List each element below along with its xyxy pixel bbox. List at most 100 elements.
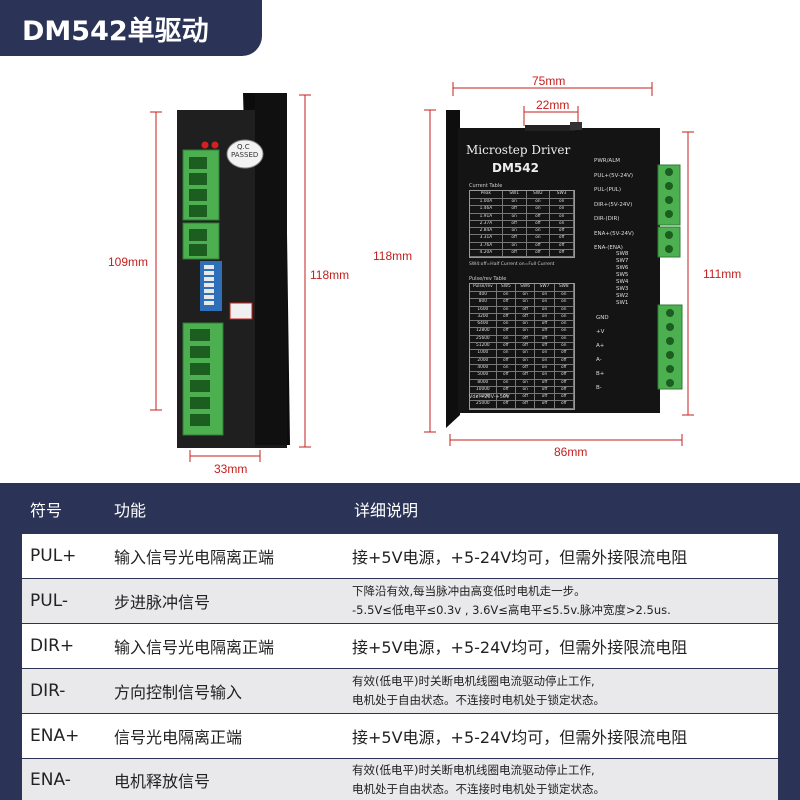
row-description-line: 接+5V电源，+5-24V均可，但需外接限流电阻 [352, 638, 688, 657]
pulse-table-cell: off [535, 335, 555, 343]
row-function: 方向控制信号输入 [114, 683, 243, 702]
power-label: B+ [596, 371, 605, 377]
pulse-table-cell: off [516, 401, 536, 408]
current-table-cell: off [550, 242, 575, 250]
current-table-cell: 3.31A [470, 235, 503, 242]
current-table-cell: 3.76A [470, 242, 503, 250]
row-function: 信号光电隔离正端 [114, 728, 243, 747]
current-table-cell: on [527, 199, 551, 206]
pulse-table-cell: off [555, 401, 574, 408]
dim-left-109: 109mm [108, 255, 149, 269]
pulse-table-cell: on [497, 350, 516, 357]
pulse-table-cell: on [497, 394, 516, 401]
current-table-cell: on [550, 220, 575, 228]
pulse-table-cell: off [535, 394, 555, 401]
current-table-cell: SW1 [503, 191, 527, 198]
current-table-cell: on [527, 206, 551, 213]
row-description: 接+5V电源，+5-24V均可，但需外接限流电阻 [352, 724, 687, 748]
table-header: 符号 功能 详细说明 [0, 483, 800, 533]
pulse-table-cell: 1000 [470, 350, 497, 357]
device-front-view [424, 82, 694, 446]
row-description: 有效(低电平)时关断电机线圈电流驱动停止工作,电机处于自由状态。不连接时电机处于… [352, 761, 605, 799]
pulse-table-cell: off [535, 343, 555, 350]
current-table-title: Current Table [469, 183, 503, 189]
pulse-table-cell: on [516, 357, 536, 364]
current-table-cell: on [503, 228, 527, 235]
pulse-table-cell: on [516, 386, 536, 394]
pulse-table-cell: on [555, 306, 574, 313]
current-table-cell: on [503, 199, 527, 206]
row-function: 输入信号光电隔离正端 [114, 548, 275, 567]
sw-label: SW4 [616, 279, 629, 285]
current-table-cell: on [550, 199, 575, 206]
sw4-note: SW4:off=Half Current on=Full Current [469, 262, 555, 267]
power-label: +V [596, 329, 605, 335]
pulse-table-cell: off [516, 343, 536, 350]
row-function: 步进脉冲信号 [114, 593, 211, 612]
pulse-table-cell: on [516, 299, 536, 306]
pulse-table-cell: off [497, 328, 516, 335]
pulse-table-cell: 10000 [470, 386, 497, 394]
pulse-table-cell: on [516, 379, 536, 386]
qc-sticker-line1: Q.C [237, 143, 250, 151]
sw-label: SW2 [616, 293, 629, 299]
row-function: 电机释放信号 [114, 771, 211, 791]
sw-label: SW7 [616, 258, 629, 264]
signal-label: PWR/ALM [594, 158, 621, 164]
row-function: 输入信号光电隔离正端 [114, 638, 275, 657]
pulse-table-cell: 8000 [470, 379, 497, 386]
device-side-view [150, 93, 311, 462]
signal-label: DIR+(5V-24V) [594, 201, 633, 208]
pulse-table-cell: off [555, 379, 574, 386]
pulse-table-cell: on [535, 364, 555, 372]
pulse-table-cell: 400 [470, 292, 497, 299]
pulse-table-cell: 1600 [470, 306, 497, 313]
row-symbol: PUL+ [30, 546, 77, 566]
pulse-table-cell: SW6 [516, 284, 536, 291]
pulse-table-cell: on [555, 292, 574, 299]
pulse-table-cell: off [497, 313, 516, 321]
pulse-table-title: Pulse/rev Table [469, 276, 507, 282]
row-description: 接+5V电源，+5-24V均可，但需外接限流电阻 [352, 634, 687, 658]
power-label: GND [596, 315, 609, 321]
current-table-cell: 1.00A [470, 199, 503, 206]
pulse-table-cell: 25600 [470, 335, 497, 343]
pulse-table-cell: 51200 [470, 343, 497, 350]
pulse-table-cell: 5000 [470, 372, 497, 379]
pulse-table-cell: on [535, 292, 555, 299]
current-table-cell: on [527, 228, 551, 235]
pulse-table-cell: off [555, 386, 574, 394]
signal-label: PUL+(5V-24V) [594, 172, 633, 179]
current-table-cell: 1.46A [470, 206, 503, 213]
pulse-table-cell: off [516, 306, 536, 313]
pulse-table-cell: 12800 [470, 328, 497, 335]
current-table-cell: on [550, 213, 575, 220]
pulse-table-cell: on [555, 335, 574, 343]
pulse-table-cell: SW7 [535, 284, 555, 291]
power-label: A- [596, 357, 602, 363]
current-table-cell: on [503, 213, 527, 220]
pulse-table-cell: off [535, 379, 555, 386]
pulse-table-cell: on [535, 313, 555, 321]
current-table-cell: off [503, 220, 527, 228]
row-symbol: DIR+ [30, 636, 75, 656]
device-brand: Microstep Driver [466, 143, 571, 157]
table-row: ENA+信号光电隔离正端接+5V电源，+5-24V均可，但需外接限流电阻 [22, 714, 778, 758]
row-description-line: 接+5V电源，+5-24V均可，但需外接限流电阻 [352, 728, 688, 747]
row-description-line: 有效(低电平)时关断电机线圈电流驱动停止工作, [352, 762, 595, 777]
signal-terminal-block [182, 149, 220, 260]
current-table-cell: off [527, 213, 551, 220]
